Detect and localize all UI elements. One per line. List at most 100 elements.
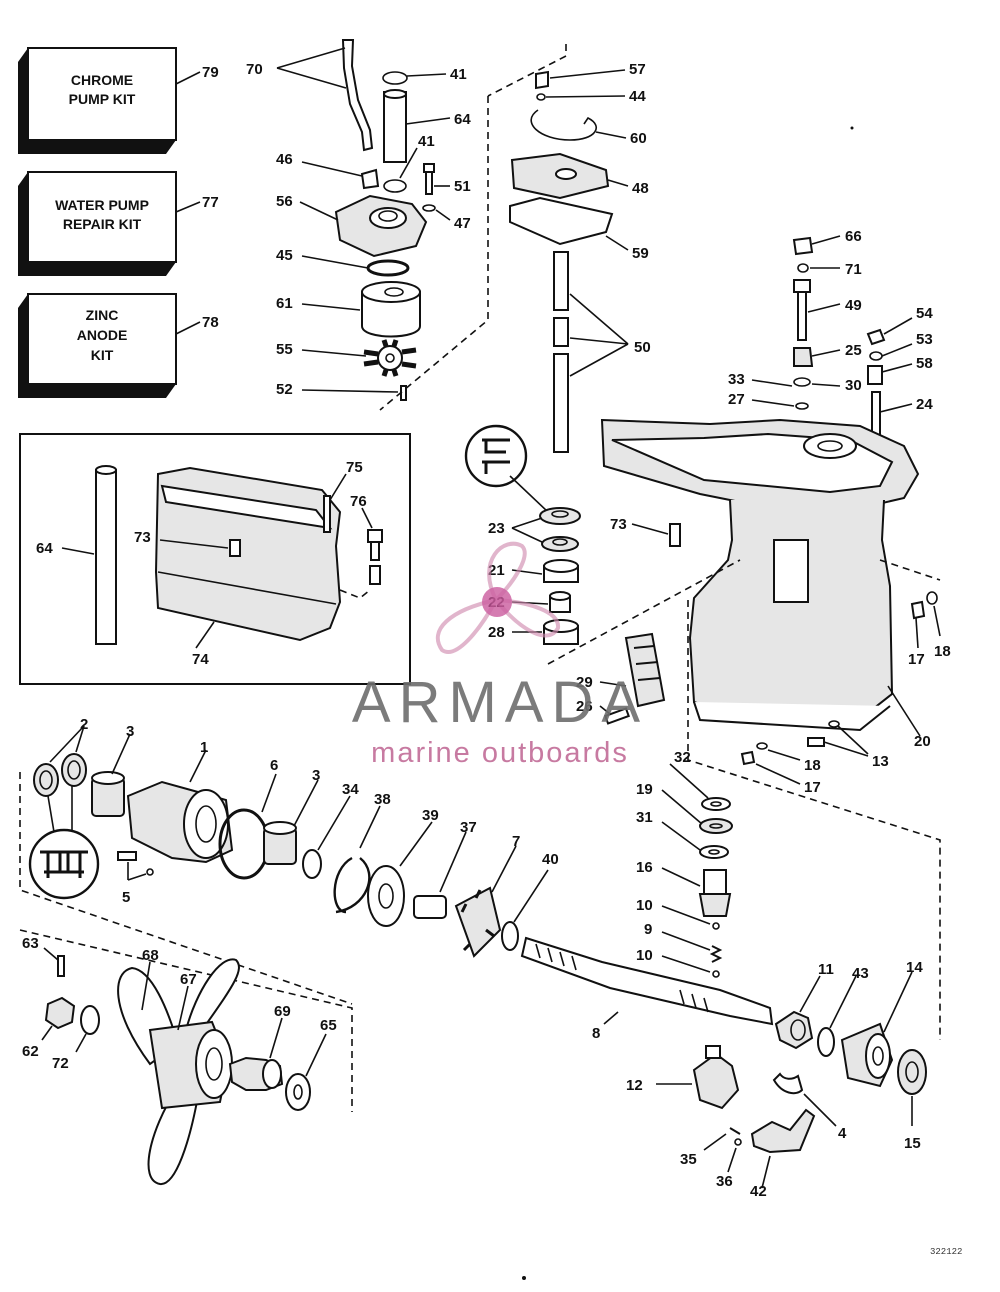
armada-watermark: ARMADA marine outboards [352, 541, 640, 769]
callout-41: 41 [450, 66, 467, 83]
callout-41: 41 [418, 133, 435, 150]
callout-51: 51 [454, 178, 471, 195]
kit-box-chrome-pump: CHROME PUMP KIT 79 [18, 47, 219, 154]
callout-15: 15 [904, 1135, 921, 1152]
callout-23: 23 [488, 520, 505, 537]
water-pump-group: 70 41 64 41 46 51 47 56 45 [246, 39, 489, 411]
callout-24: 24 [916, 396, 933, 413]
callout-71: 71 [845, 261, 862, 278]
callout-4: 4 [838, 1125, 847, 1142]
bearing-stack: 23 21 22 28 29 26 [464, 424, 741, 725]
propeller-group: 63 62 72 68 67 69 65 [19, 929, 353, 1185]
callout-2: 2 [80, 716, 88, 733]
shift-rod-group: 66 71 49 25 30 33 27 54 53 58 [728, 228, 933, 445]
callout-45: 45 [276, 247, 293, 264]
kit-box-water-pump-repair: WATER PUMP REPAIR KIT 77 [18, 171, 219, 276]
callout-65: 65 [320, 1017, 337, 1034]
callout-1: 1 [200, 739, 208, 756]
callout-20: 20 [914, 733, 931, 750]
callout-72: 72 [52, 1055, 69, 1072]
callout-44: 44 [629, 88, 646, 105]
callout-67: 67 [180, 971, 197, 988]
drawing-code: 322122 [930, 1247, 962, 1257]
callout-66: 66 [845, 228, 862, 245]
callout-73: 73 [610, 516, 627, 533]
callout-7: 7 [512, 833, 520, 850]
kit-box-zinc-anode: ZINC ANODE KIT 78 [18, 293, 219, 398]
callout-10: 10 [636, 947, 653, 964]
callout-18: 18 [934, 643, 951, 660]
propshaft-group: 8 32 19 31 16 10 9 10 11 43 [520, 749, 927, 1200]
callout-68: 68 [142, 947, 159, 964]
callout-46: 46 [276, 151, 293, 168]
exhaust-housing-inset: 64 74 75 76 73 [19, 433, 411, 685]
callout-9: 9 [644, 921, 652, 938]
callout-30: 30 [845, 377, 862, 394]
callout-11: 11 [818, 961, 834, 978]
callout-52: 52 [276, 381, 293, 398]
callout-40: 40 [542, 851, 559, 868]
callout-77: 77 [202, 194, 219, 211]
callout-16: 16 [636, 859, 653, 876]
callout-53: 53 [916, 331, 933, 348]
callout-58: 58 [916, 355, 933, 372]
callout-76: 76 [350, 493, 367, 510]
callout-31: 31 [636, 809, 653, 826]
callout-3: 3 [312, 767, 320, 784]
callout-10: 10 [636, 897, 653, 914]
watermark-tagline: marine outboards [371, 737, 629, 769]
callout-26: 26 [576, 698, 593, 715]
callout-48: 48 [632, 180, 649, 197]
driveshaft-group: 57 44 60 48 59 50 [487, 44, 651, 453]
callout-17: 17 [908, 651, 925, 668]
callout-55: 55 [276, 341, 293, 358]
impeller [363, 339, 417, 377]
callout-64: 64 [454, 111, 471, 128]
callout-57: 57 [629, 61, 646, 78]
callout-63: 63 [22, 935, 39, 952]
callout-61: 61 [276, 295, 293, 312]
callout-25: 25 [845, 342, 862, 359]
callout-8: 8 [592, 1025, 600, 1042]
callout-28: 28 [488, 624, 505, 641]
callout-62: 62 [22, 1043, 39, 1060]
kit-label-line2: PUMP KIT [69, 91, 136, 107]
bearing-housing-group: 2 3 1 5 6 3 34 [19, 716, 559, 1005]
callout-13: 13 [872, 753, 889, 770]
callout-32: 32 [674, 749, 691, 766]
kit-label-line1: CHROME [71, 72, 133, 88]
callout-36: 36 [716, 1173, 733, 1190]
callout-33: 33 [728, 371, 745, 388]
callout-6: 6 [270, 757, 278, 774]
kit-label-line2: ANODE [77, 327, 128, 343]
callout-60: 60 [630, 130, 647, 147]
water-tube [341, 39, 374, 152]
callout-17: 17 [804, 779, 821, 796]
callout-38: 38 [374, 791, 391, 808]
callout-64: 64 [36, 540, 53, 557]
kit-label-line1: ZINC [86, 307, 119, 323]
callout-21: 21 [488, 562, 505, 579]
callout-35: 35 [680, 1151, 697, 1168]
callout-42: 42 [750, 1183, 767, 1200]
callout-18: 18 [804, 757, 821, 774]
callout-54: 54 [916, 305, 933, 322]
callout-34: 34 [342, 781, 359, 798]
callout-5: 5 [122, 889, 130, 906]
callout-70: 70 [246, 61, 263, 78]
kit-label-line2: REPAIR KIT [63, 216, 142, 232]
callout-12: 12 [626, 1077, 643, 1094]
kit-label-line3: KIT [91, 347, 114, 363]
callout-79: 79 [202, 64, 219, 81]
callout-37: 37 [460, 819, 477, 836]
callout-49: 49 [845, 297, 862, 314]
callout-29: 29 [576, 674, 593, 691]
callout-47: 47 [454, 215, 471, 232]
callout-39: 39 [422, 807, 439, 824]
callout-3: 3 [126, 723, 134, 740]
callout-73: 73 [134, 529, 151, 546]
callout-27: 27 [728, 391, 745, 408]
gearcase-housing: 20 73 17 18 13 18 17 [600, 418, 951, 1040]
callout-19: 19 [636, 781, 653, 798]
